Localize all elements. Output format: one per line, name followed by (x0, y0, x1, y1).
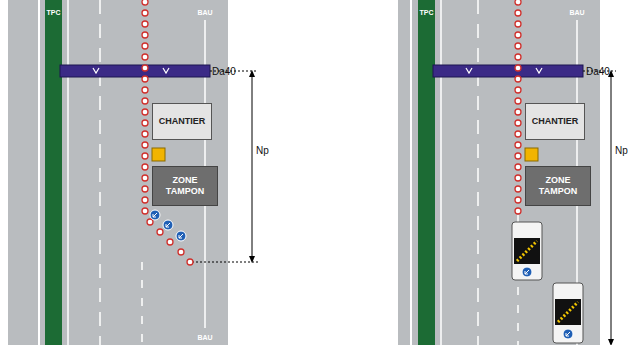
shoulder-label: BAU (196, 334, 213, 341)
median-label: TPC (46, 9, 62, 16)
box-text: CHANTIER (532, 116, 579, 127)
median-label: TPC (419, 9, 435, 16)
gantry-label: Da40 (586, 66, 610, 77)
dimension-label: Np (615, 145, 628, 156)
dimension-label: Np (256, 145, 269, 156)
shoulder-label: BAU (196, 9, 213, 16)
signal-truck (553, 283, 583, 343)
signal-truck (512, 222, 542, 280)
worksite-box: CHANTIER (152, 103, 212, 140)
buffer-zone-box: ZONE TAMPON (525, 166, 591, 206)
worksite-box: CHANTIER (525, 103, 585, 140)
buffer-zone-box: ZONE TAMPON (152, 166, 218, 206)
box-text: ZONE TAMPON (526, 175, 590, 197)
gantry-label: Da40 (212, 66, 236, 77)
box-text: CHANTIER (159, 116, 206, 127)
box-text: ZONE TAMPON (153, 175, 217, 197)
shoulder-label: BAU (568, 9, 585, 16)
